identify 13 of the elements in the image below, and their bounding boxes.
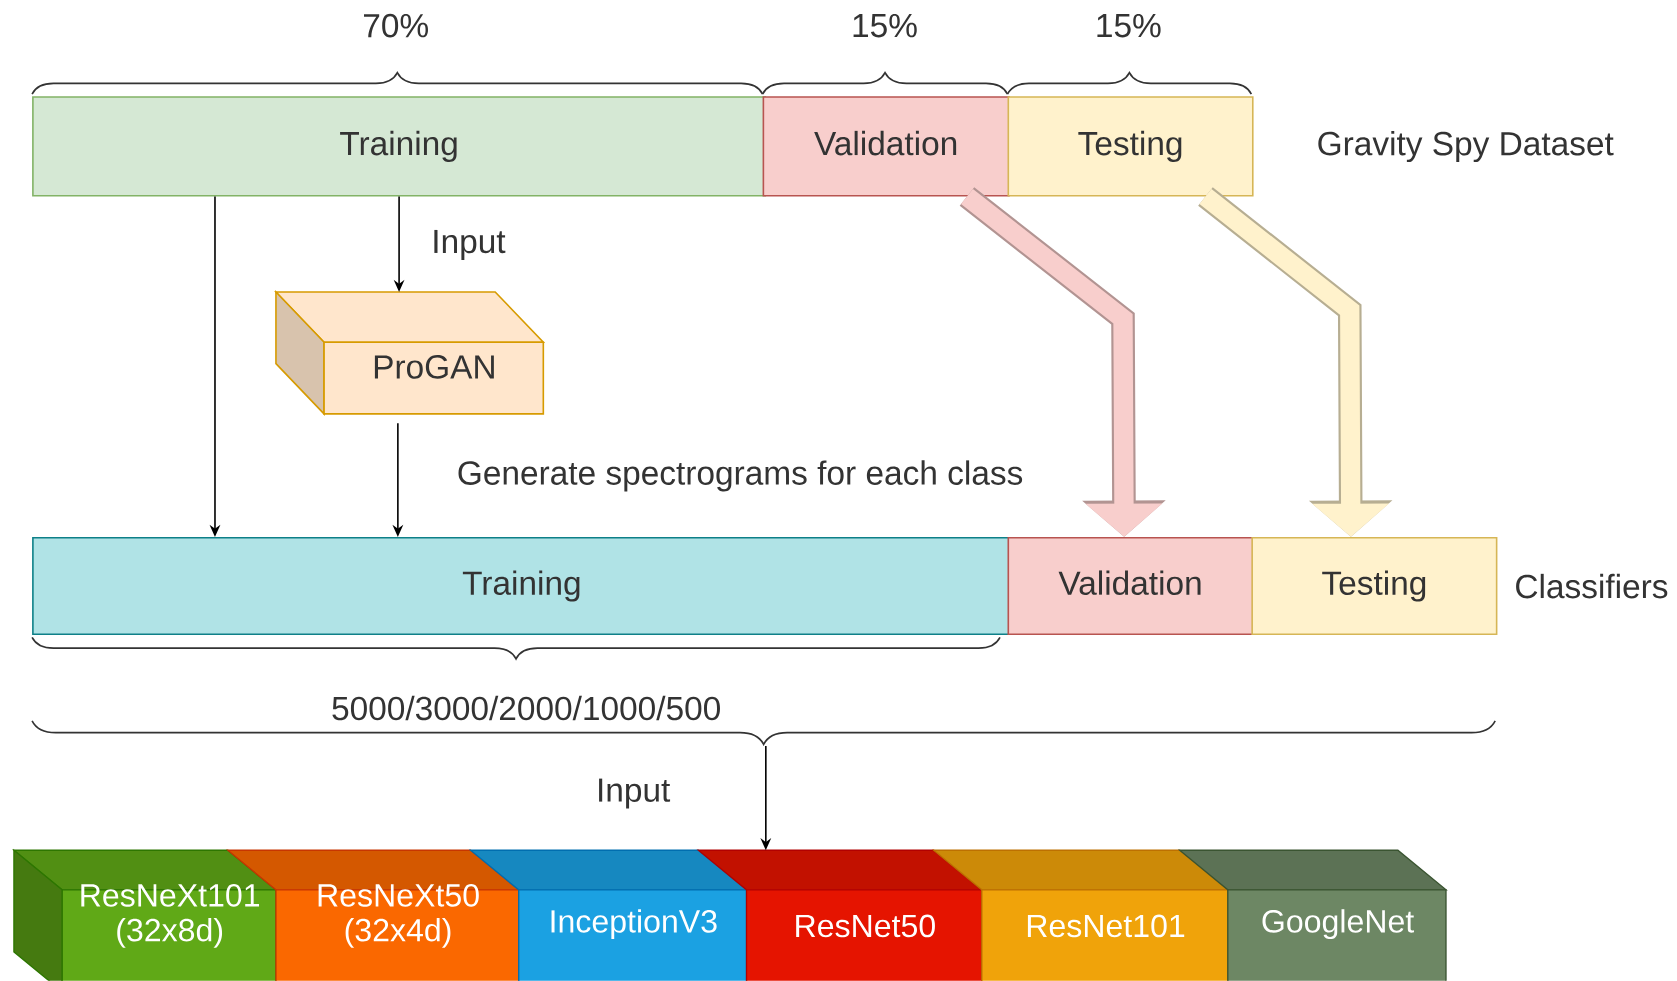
- edge-label: Input: [593, 776, 673, 812]
- split-bar: Training: [32, 537, 1012, 636]
- percentage-label: 70%: [364, 13, 428, 38]
- split-bar: Validation: [762, 96, 1010, 197]
- dataset-label: Gravity Spy Dataset: [1318, 131, 1614, 163]
- brace: [31, 720, 1496, 746]
- edge-label: Generate spectrograms for each class: [454, 457, 1027, 495]
- split-bar: Training: [32, 96, 767, 197]
- edge-label: Input: [428, 227, 509, 263]
- count-label: 5000/3000/2000/1000/500: [332, 695, 720, 721]
- percentage-label: 15%: [1097, 14, 1161, 38]
- split-bar: Testing: [1007, 96, 1254, 197]
- percentage-label: 15%: [853, 14, 917, 38]
